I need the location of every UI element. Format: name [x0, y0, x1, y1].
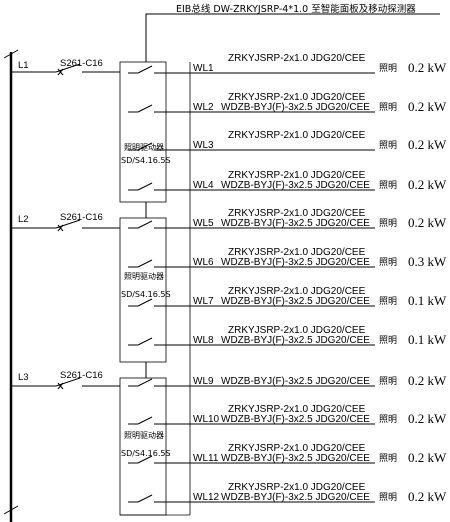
- power-cable-5: WDZB-BYJ(F)-3x2.5 JDG20/CEE: [221, 218, 370, 229]
- circuit-id-3: WL3: [193, 140, 214, 151]
- driver-model-2: SD/S4.16.5S: [121, 290, 171, 299]
- load-label-10: 照明: [379, 414, 397, 425]
- load-power-12: 0.2 kW: [408, 489, 447, 504]
- load-power-5: 0.2 kW: [408, 215, 447, 230]
- contact-switch-7: [137, 298, 153, 307]
- contact-switch-2: [137, 104, 153, 113]
- driver-model-1: SD/S4.16.5S: [121, 156, 171, 165]
- circuit-id-1: WL1: [193, 63, 214, 74]
- contact-switch-6: [137, 259, 153, 268]
- driver-box-2: [119, 217, 167, 363]
- load-label-2: 照明: [379, 102, 397, 113]
- power-cable-12: WDZB-BYJ(F)-3x2.5 JDG20/CEE: [221, 492, 370, 503]
- circuit-id-4: WL4: [193, 180, 214, 191]
- contact-switch-5: [137, 220, 153, 229]
- circuit-id-12: WL12: [193, 492, 220, 503]
- breaker-label-2: S261-C16: [60, 212, 103, 223]
- load-label-6: 照明: [379, 257, 397, 268]
- load-power-7: 0.1 kW: [408, 293, 447, 308]
- driver-model-3: SD/S4.16.5S: [121, 449, 171, 458]
- bus-tick-bottom: [3, 505, 19, 515]
- power-cable-9: WDZB-BYJ(F)-3x2.5 JDG20/CEE: [221, 376, 370, 387]
- phase-label-l3: L3: [18, 372, 29, 383]
- contact-switch-12: [137, 494, 153, 503]
- eib-bus-line: [145, 13, 440, 62]
- load-power-10: 0.2 kW: [408, 411, 447, 426]
- power-cable-4: WDZB-BYJ(F)-3x2.5 JDG20/CEE: [221, 180, 370, 191]
- power-cable-8: WDZB-BYJ(F)-3x2.5 JDG20/CEE: [221, 335, 370, 346]
- control-cable-10: ZRKYJSRP-2x1.0 JDG20/CEE: [228, 404, 366, 415]
- load-power-1: 0.2 kW: [408, 60, 447, 75]
- control-cable-1: ZRKYJSRP-2x1.0 JDG20/CEE: [228, 53, 366, 64]
- control-cable-7: ZRKYJSRP-2x1.0 JDG20/CEE: [228, 286, 366, 297]
- power-cable-6: WDZB-BYJ(F)-3x2.5 JDG20/CEE: [221, 257, 370, 268]
- contact-switch-9: [137, 378, 153, 387]
- load-power-11: 0.2 kW: [408, 450, 447, 465]
- circuit-id-2: WL2: [193, 102, 214, 113]
- load-power-3: 0.2 kW: [408, 137, 447, 152]
- circuit-id-8: WL8: [193, 335, 214, 346]
- contact-switch-4: [137, 182, 153, 191]
- load-label-1: 照明: [379, 63, 397, 74]
- control-cable-6: ZRKYJSRP-2x1.0 JDG20/CEE: [228, 247, 366, 258]
- contact-switch-1: [137, 65, 153, 74]
- driver-box-1: [119, 61, 167, 203]
- load-label-12: 照明: [379, 492, 397, 503]
- control-cable-4: ZRKYJSRP-2x1.0 JDG20/CEE: [228, 170, 366, 181]
- load-power-9: 0.2 kW: [408, 373, 447, 388]
- contact-switch-8: [137, 337, 153, 346]
- group-2: L2 S261-C16 照明驱动器 SD/S4.16.5S: [18, 212, 171, 299]
- load-label-11: 照明: [379, 453, 397, 464]
- load-power-4: 0.2 kW: [408, 177, 447, 192]
- load-power-2: 0.2 kW: [408, 99, 447, 114]
- contact-switch-3: [137, 142, 153, 151]
- driver-name-2: 照明驱动器: [124, 271, 164, 281]
- control-cable-3: ZRKYJSRP-2x1.0 JDG20/CEE: [228, 130, 366, 141]
- contact-switch-10: [137, 416, 153, 425]
- circuit-id-10: WL10: [193, 414, 220, 425]
- power-cable-7: WDZB-BYJ(F)-3x2.5 JDG20/CEE: [221, 296, 370, 307]
- driver-box-3: [119, 377, 167, 516]
- circuit-id-9: WL9: [193, 376, 214, 387]
- load-label-4: 照明: [379, 180, 397, 191]
- load-power-8: 0.1 kW: [408, 332, 447, 347]
- load-label-3: 照明: [379, 140, 397, 151]
- load-power-6: 0.3 kW: [408, 254, 447, 269]
- control-cable-11: ZRKYJSRP-2x1.0 JDG20/CEE: [228, 443, 366, 454]
- group-1: L1 S261-C16 照明驱动器 SD/S4.16.5S: [18, 58, 171, 165]
- load-label-8: 照明: [379, 335, 397, 346]
- control-cable-2: ZRKYJSRP-2x1.0 JDG20/CEE: [228, 92, 366, 103]
- driver-name-3: 照明驱动器: [124, 430, 164, 440]
- eib-bus-label: EIB总线 DW-ZRKYJSRP-4*1.0 至智能面板及移动探测器: [176, 3, 416, 15]
- bus-tick-top: [3, 49, 19, 59]
- circuit-id-11: WL11: [193, 453, 219, 464]
- power-cable-10: WDZB-BYJ(F)-3x2.5 JDG20/CEE: [221, 414, 370, 425]
- circuit-id-7: WL7: [193, 296, 214, 307]
- control-cable-8: ZRKYJSRP-2x1.0 JDG20/CEE: [228, 325, 366, 336]
- group-3: L3 S261-C16 照明驱动器 SD/S4.16.5S: [18, 370, 171, 458]
- phase-label-l1: L1: [18, 60, 29, 71]
- circuit-id-6: WL6: [193, 257, 214, 268]
- breaker-label-1: S261-C16: [60, 58, 103, 69]
- control-cable-5: ZRKYJSRP-2x1.0 JDG20/CEE: [228, 208, 366, 219]
- breaker-label-3: S261-C16: [60, 370, 103, 381]
- load-label-9: 照明: [379, 376, 397, 387]
- load-label-7: 照明: [379, 296, 397, 307]
- power-cable-11: WDZB-BYJ(F)-3x2.5 JDG20/CEE: [221, 453, 370, 464]
- power-cable-2: WDZB-BYJ(F)-3x2.5 JDG20/CEE: [221, 102, 370, 113]
- control-cable-12: ZRKYJSRP-2x1.0 JDG20/CEE: [228, 482, 366, 493]
- phase-label-l2: L2: [18, 214, 29, 225]
- breaker-x-marks: [57, 68, 64, 390]
- circuit-id-5: WL5: [193, 218, 214, 229]
- contact-switch-11: [137, 455, 153, 464]
- load-label-5: 照明: [379, 218, 397, 229]
